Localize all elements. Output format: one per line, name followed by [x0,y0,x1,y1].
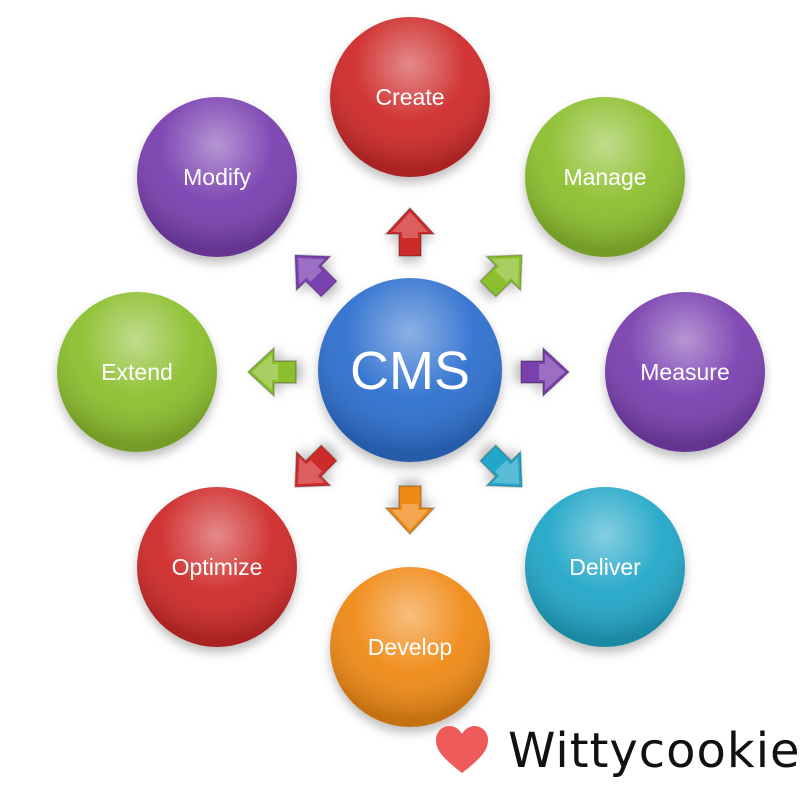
node-gloss-create [330,17,490,177]
node-gloss-optimize [137,487,297,647]
node-label-optimize: Optimize [172,554,263,580]
node-label-manage: Manage [563,164,646,190]
arrow-create-icon [384,206,436,257]
arrow-modify-icon [294,254,338,298]
node-gloss-deliver [525,487,685,647]
arrow-optimize-icon [294,444,338,488]
node-gloss-manage [525,97,685,257]
node-label-develop: Develop [368,634,452,660]
node-gloss-modify [137,97,297,257]
node-optimize: Optimize [137,487,297,647]
node-label-create: Create [375,84,444,110]
node-gloss-measure [605,292,765,452]
node-label-deliver: Deliver [569,554,641,580]
node-extend: Extend [57,292,217,452]
node-deliver: Deliver [525,487,685,647]
center-node: CMS [318,278,502,462]
node-modify: Modify [137,97,297,257]
watermark: Wittycookie [434,716,800,786]
center-label: CMS [350,341,470,401]
watermark-text: Wittycookie [508,723,800,779]
arrows-group [246,206,571,536]
node-label-extend: Extend [101,359,173,385]
arrow-measure-icon [520,346,571,398]
arrow-extend-icon [246,346,297,398]
arrow-manage-icon [479,254,523,298]
arrow-deliver-icon [479,444,523,488]
node-label-modify: Modify [183,164,251,190]
node-create: Create [330,17,490,177]
node-label-measure: Measure [640,359,729,385]
node-manage: Manage [525,97,685,257]
center-gloss [318,278,502,462]
node-gloss-develop [330,567,490,727]
heart-icon [436,726,488,773]
node-gloss-extend [57,292,217,452]
arrow-develop-icon [384,485,436,536]
node-measure: Measure [605,292,765,452]
node-develop: Develop [330,567,490,727]
